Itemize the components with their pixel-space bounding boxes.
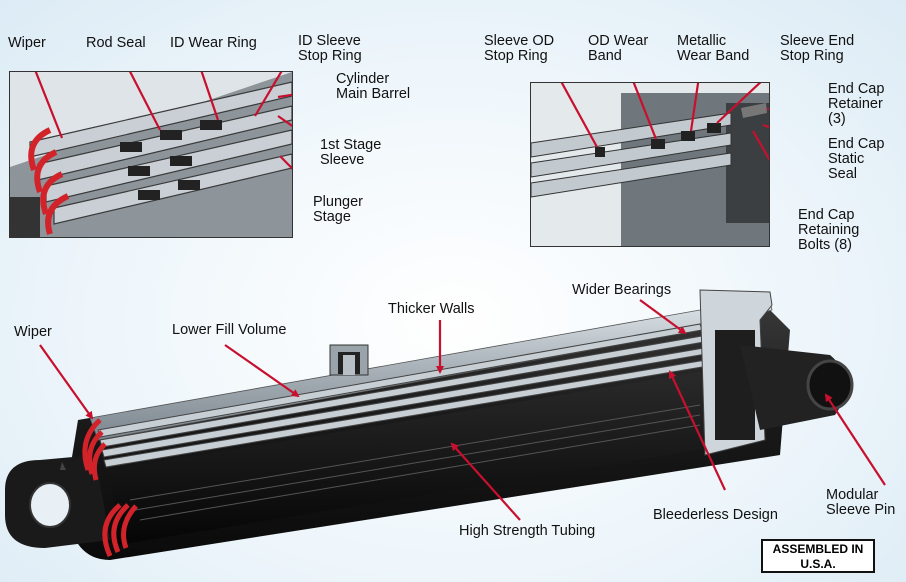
label-sleeve-end-stop-ring: Sleeve End Stop Ring — [780, 33, 855, 64]
label-wider-bearings: Wider Bearings — [572, 282, 672, 298]
assembled-in-usa-badge: ASSEMBLED IN U.S.A. — [761, 539, 875, 573]
main-wiper-seals — [82, 418, 138, 558]
label-plunger-stage: Plunger Stage — [313, 194, 363, 225]
label-metallic-wear-band: Metallic Wear Band — [677, 33, 750, 64]
label-main-wiper: Wiper — [14, 324, 52, 340]
label-end-cap-retaining-bolts: End Cap Retaining Bolts (8) — [798, 207, 860, 253]
sleeve-layers — [97, 323, 709, 468]
label-modular-sleeve-pin: Modular Sleeve Pin — [826, 487, 896, 518]
inner-bore — [110, 372, 760, 545]
inset-right-drawing — [531, 83, 769, 246]
inset-left — [9, 71, 293, 238]
label-sleeve-od-stop-ring: Sleeve OD Stop Ring — [484, 33, 555, 64]
label-first-stage-sleeve: 1st Stage Sleeve — [320, 137, 382, 168]
main-callout-arrows — [39, 299, 886, 521]
inset-right — [530, 82, 770, 247]
inset-left-drawing — [10, 72, 292, 237]
label-inset-wiper: Wiper — [8, 35, 46, 51]
clevis-eye — [5, 455, 110, 548]
label-rod-seal: Rod Seal — [86, 35, 146, 51]
label-high-strength-tubing: High Strength Tubing — [459, 523, 596, 539]
label-thicker-walls: Thicker Walls — [388, 301, 475, 317]
bore-highlights — [129, 404, 701, 521]
label-id-sleeve-stop-ring: ID Sleeve Stop Ring — [298, 33, 362, 64]
label-od-wear-band: OD Wear Band — [588, 33, 649, 64]
label-cylinder-main-barrel: Cylinder Main Barrel — [336, 71, 411, 102]
label-end-cap-retainer: End Cap Retainer (3) — [828, 81, 885, 127]
label-bleederless-design: Bleederless Design — [653, 507, 778, 523]
label-lower-fill-volume: Lower Fill Volume — [172, 322, 287, 338]
top-port-fitting — [329, 344, 369, 376]
sleeve-pin-opening — [806, 359, 854, 411]
label-end-cap-static-seal: End Cap Static Seal — [828, 136, 885, 182]
label-id-wear-ring: ID Wear Ring — [170, 35, 257, 51]
